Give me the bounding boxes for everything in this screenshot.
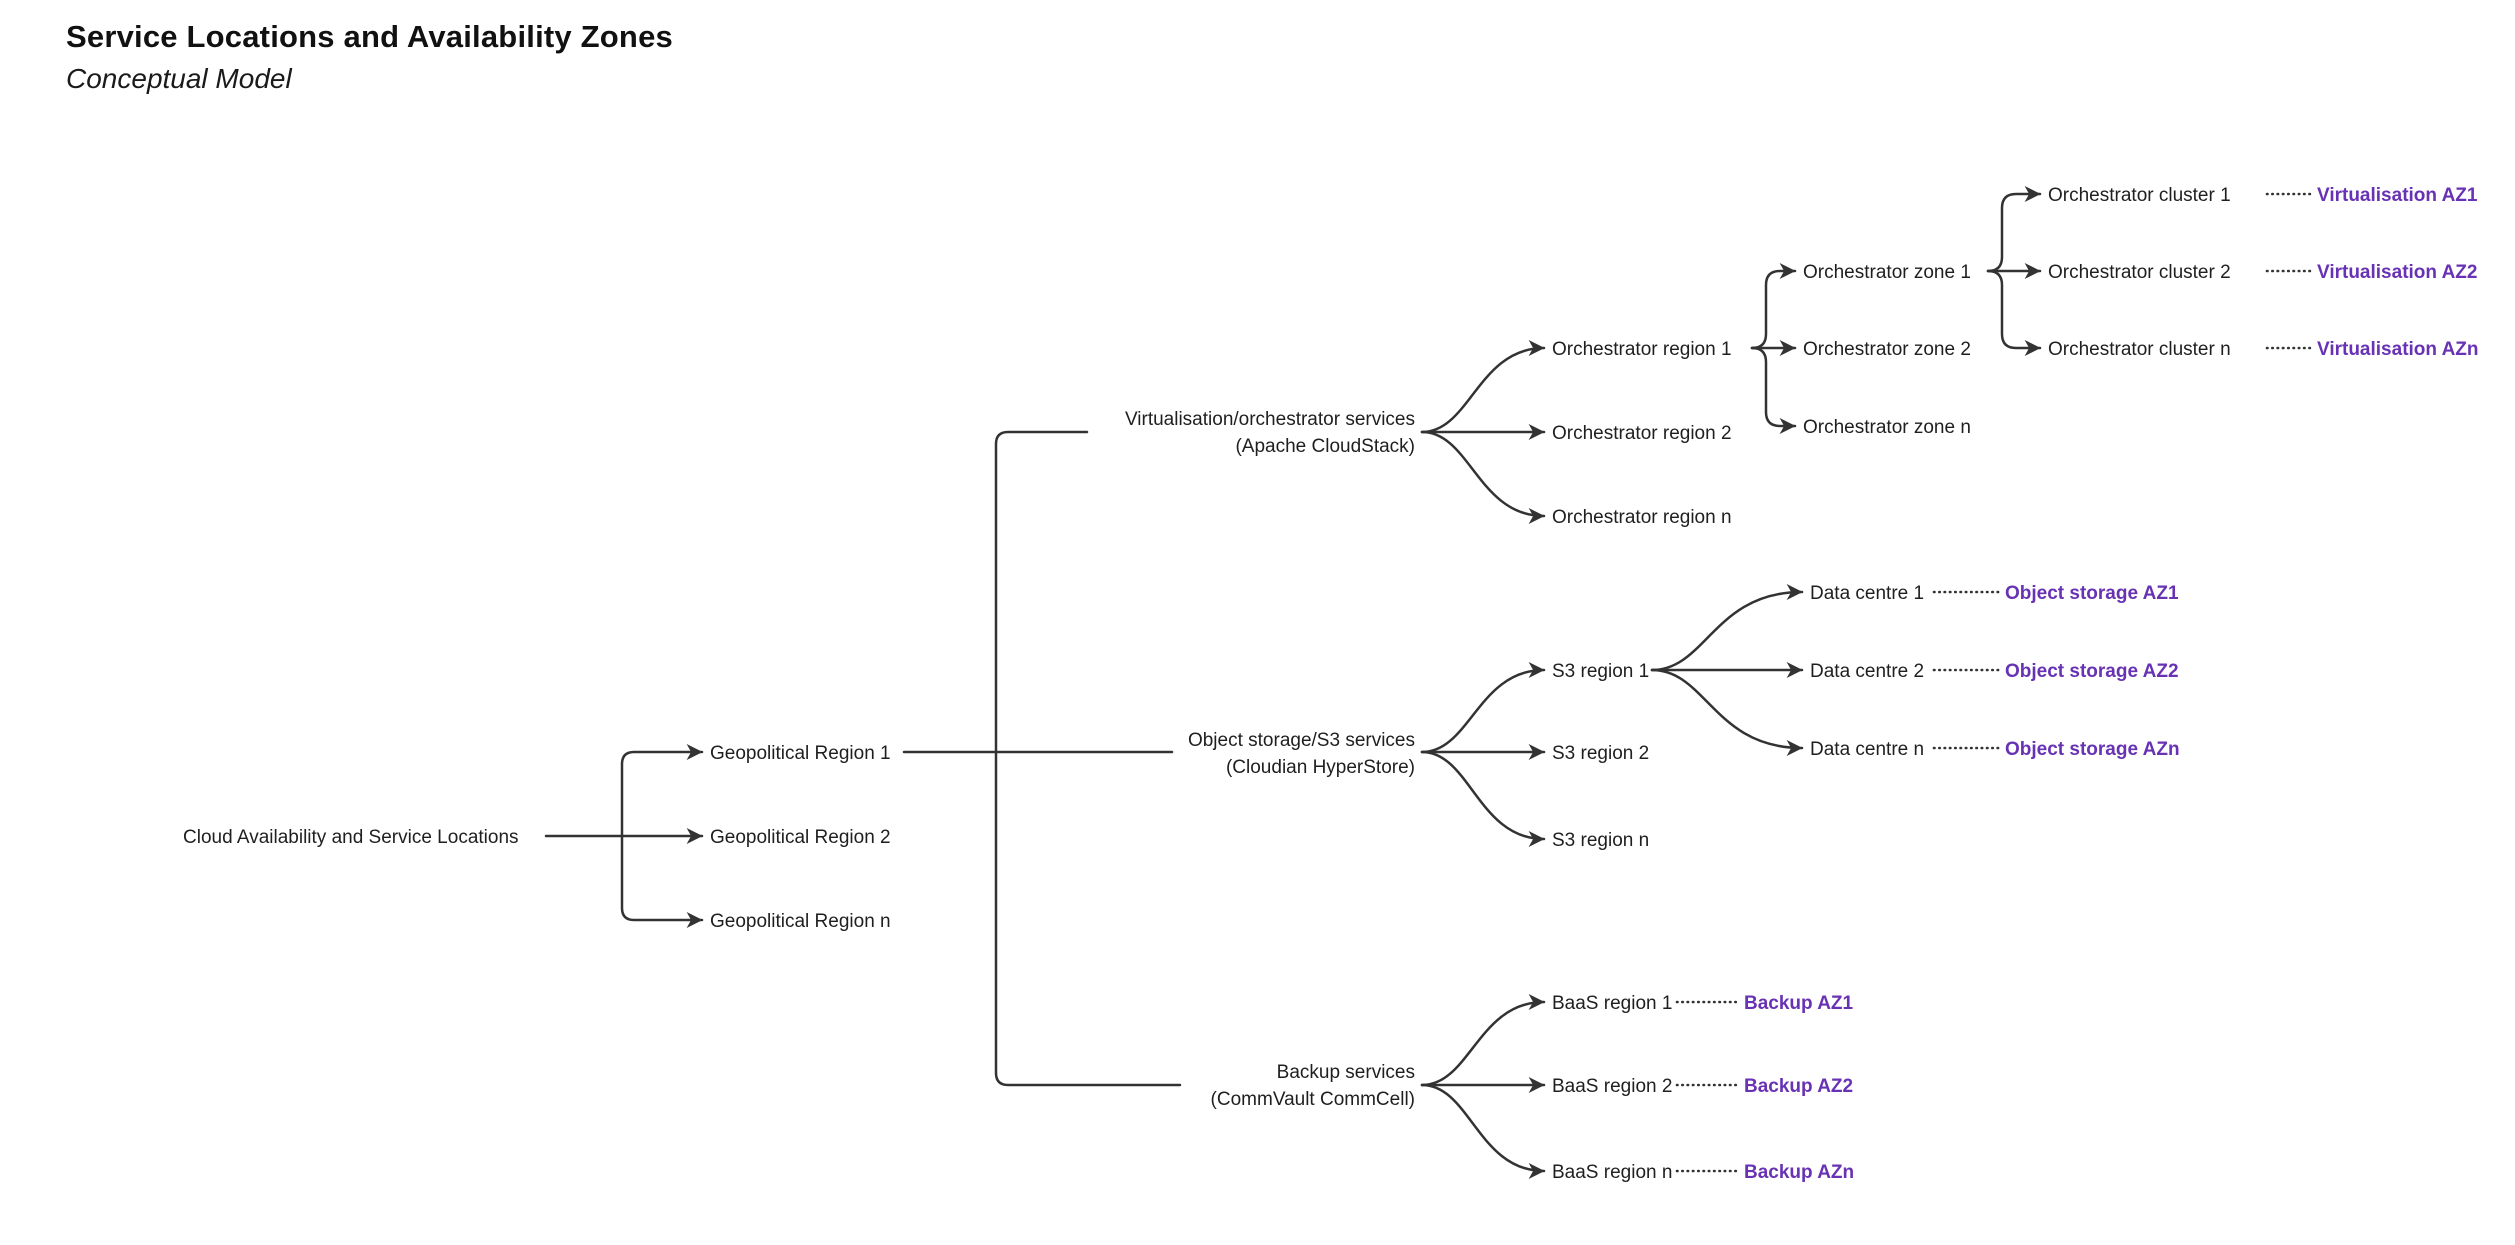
node-backup-line1: Backup services xyxy=(1277,1062,1415,1083)
node-baas-region-n: BaaS region n xyxy=(1552,1162,1672,1183)
tag-virtualisation-azn: Virtualisation AZn xyxy=(2317,339,2479,360)
edge-virt-to-regionn xyxy=(1420,430,1546,524)
edge-trunk-to-backup xyxy=(994,750,1182,1087)
node-orch-region-1: Orchestrator region 1 xyxy=(1552,339,1732,360)
edge-root-to-geo1 xyxy=(620,744,704,838)
tag-object-storage-azn: Object storage AZn xyxy=(2005,739,2180,760)
tag-object-storage-az2: Object storage AZ2 xyxy=(2005,661,2179,682)
edge-zone1-to-cluster1 xyxy=(1986,186,2042,273)
node-geo-region-n: Geopolitical Region n xyxy=(710,911,891,932)
node-object-storage-line2: (Cloudian HyperStore) xyxy=(1226,757,1415,778)
edge-region1-to-zonen xyxy=(1750,346,1797,434)
document-header: Service Locations and Availability Zones… xyxy=(66,18,673,97)
page-title: Service Locations and Availability Zones xyxy=(66,19,673,54)
node-root: Cloud Availability and Service Locations xyxy=(183,827,519,848)
edge-virt-to-region1 xyxy=(1420,340,1546,434)
edge-backup-to-baasn xyxy=(1420,1083,1546,1179)
node-data-centre-n: Data centre n xyxy=(1810,739,1924,760)
edges xyxy=(544,186,2042,1179)
node-s3-region-2: S3 region 2 xyxy=(1552,743,1649,764)
az-leaders xyxy=(1675,192,2314,1173)
node-backup-line2: (CommVault CommCell) xyxy=(1211,1089,1415,1110)
node-data-centre-2: Data centre 2 xyxy=(1810,661,1924,682)
edge-trunk-to-virtualisation xyxy=(994,430,1089,754)
node-geo-region-1: Geopolitical Region 1 xyxy=(710,743,891,764)
node-orch-region-2: Orchestrator region 2 xyxy=(1552,423,1732,444)
node-orch-cluster-1: Orchestrator cluster 1 xyxy=(2048,185,2231,206)
node-orch-region-n: Orchestrator region n xyxy=(1552,507,1732,528)
edge-objstorage-to-s3rn xyxy=(1420,750,1546,847)
node-virtualisation-line2: (Apache CloudStack) xyxy=(1235,436,1415,457)
tag-object-storage-az1: Object storage AZ1 xyxy=(2005,583,2179,604)
node-baas-region-1: BaaS region 1 xyxy=(1552,993,1672,1014)
edge-objstorage-to-s3r1 xyxy=(1420,662,1546,754)
node-labels: Cloud Availability and Service Locations… xyxy=(183,185,2479,1183)
node-s3-region-n: S3 region n xyxy=(1552,830,1649,851)
edge-zone1-to-clustern xyxy=(1986,269,2042,356)
tag-backup-azn: Backup AZn xyxy=(1744,1162,1854,1183)
tag-virtualisation-az1: Virtualisation AZ1 xyxy=(2317,185,2478,206)
tag-virtualisation-az2: Virtualisation AZ2 xyxy=(2317,262,2477,283)
node-virtualisation-line1: Virtualisation/orchestrator services xyxy=(1125,409,1415,430)
tag-backup-az2: Backup AZ2 xyxy=(1744,1076,1853,1097)
node-orch-zone-n: Orchestrator zone n xyxy=(1803,417,1971,438)
node-orch-cluster-n: Orchestrator cluster n xyxy=(2048,339,2231,360)
edge-s3r1-to-dcn xyxy=(1650,668,1804,756)
edge-region1-to-zone1 xyxy=(1750,263,1797,350)
edge-root-to-geon xyxy=(620,834,704,928)
edge-s3r1-to-dc1 xyxy=(1650,584,1804,672)
tag-backup-az1: Backup AZ1 xyxy=(1744,993,1854,1014)
node-data-centre-1: Data centre 1 xyxy=(1810,583,1924,604)
node-s3-region-1: S3 region 1 xyxy=(1552,661,1649,682)
page-subtitle: Conceptual Model xyxy=(66,62,292,94)
node-object-storage-line1: Object storage/S3 services xyxy=(1188,730,1415,751)
node-orch-zone-2: Orchestrator zone 2 xyxy=(1803,339,1971,360)
node-geo-region-2: Geopolitical Region 2 xyxy=(710,827,891,848)
node-baas-region-2: BaaS region 2 xyxy=(1552,1076,1672,1097)
node-orch-cluster-2: Orchestrator cluster 2 xyxy=(2048,262,2231,283)
node-orch-zone-1: Orchestrator zone 1 xyxy=(1803,262,1971,283)
edge-backup-to-baas1 xyxy=(1420,994,1546,1087)
